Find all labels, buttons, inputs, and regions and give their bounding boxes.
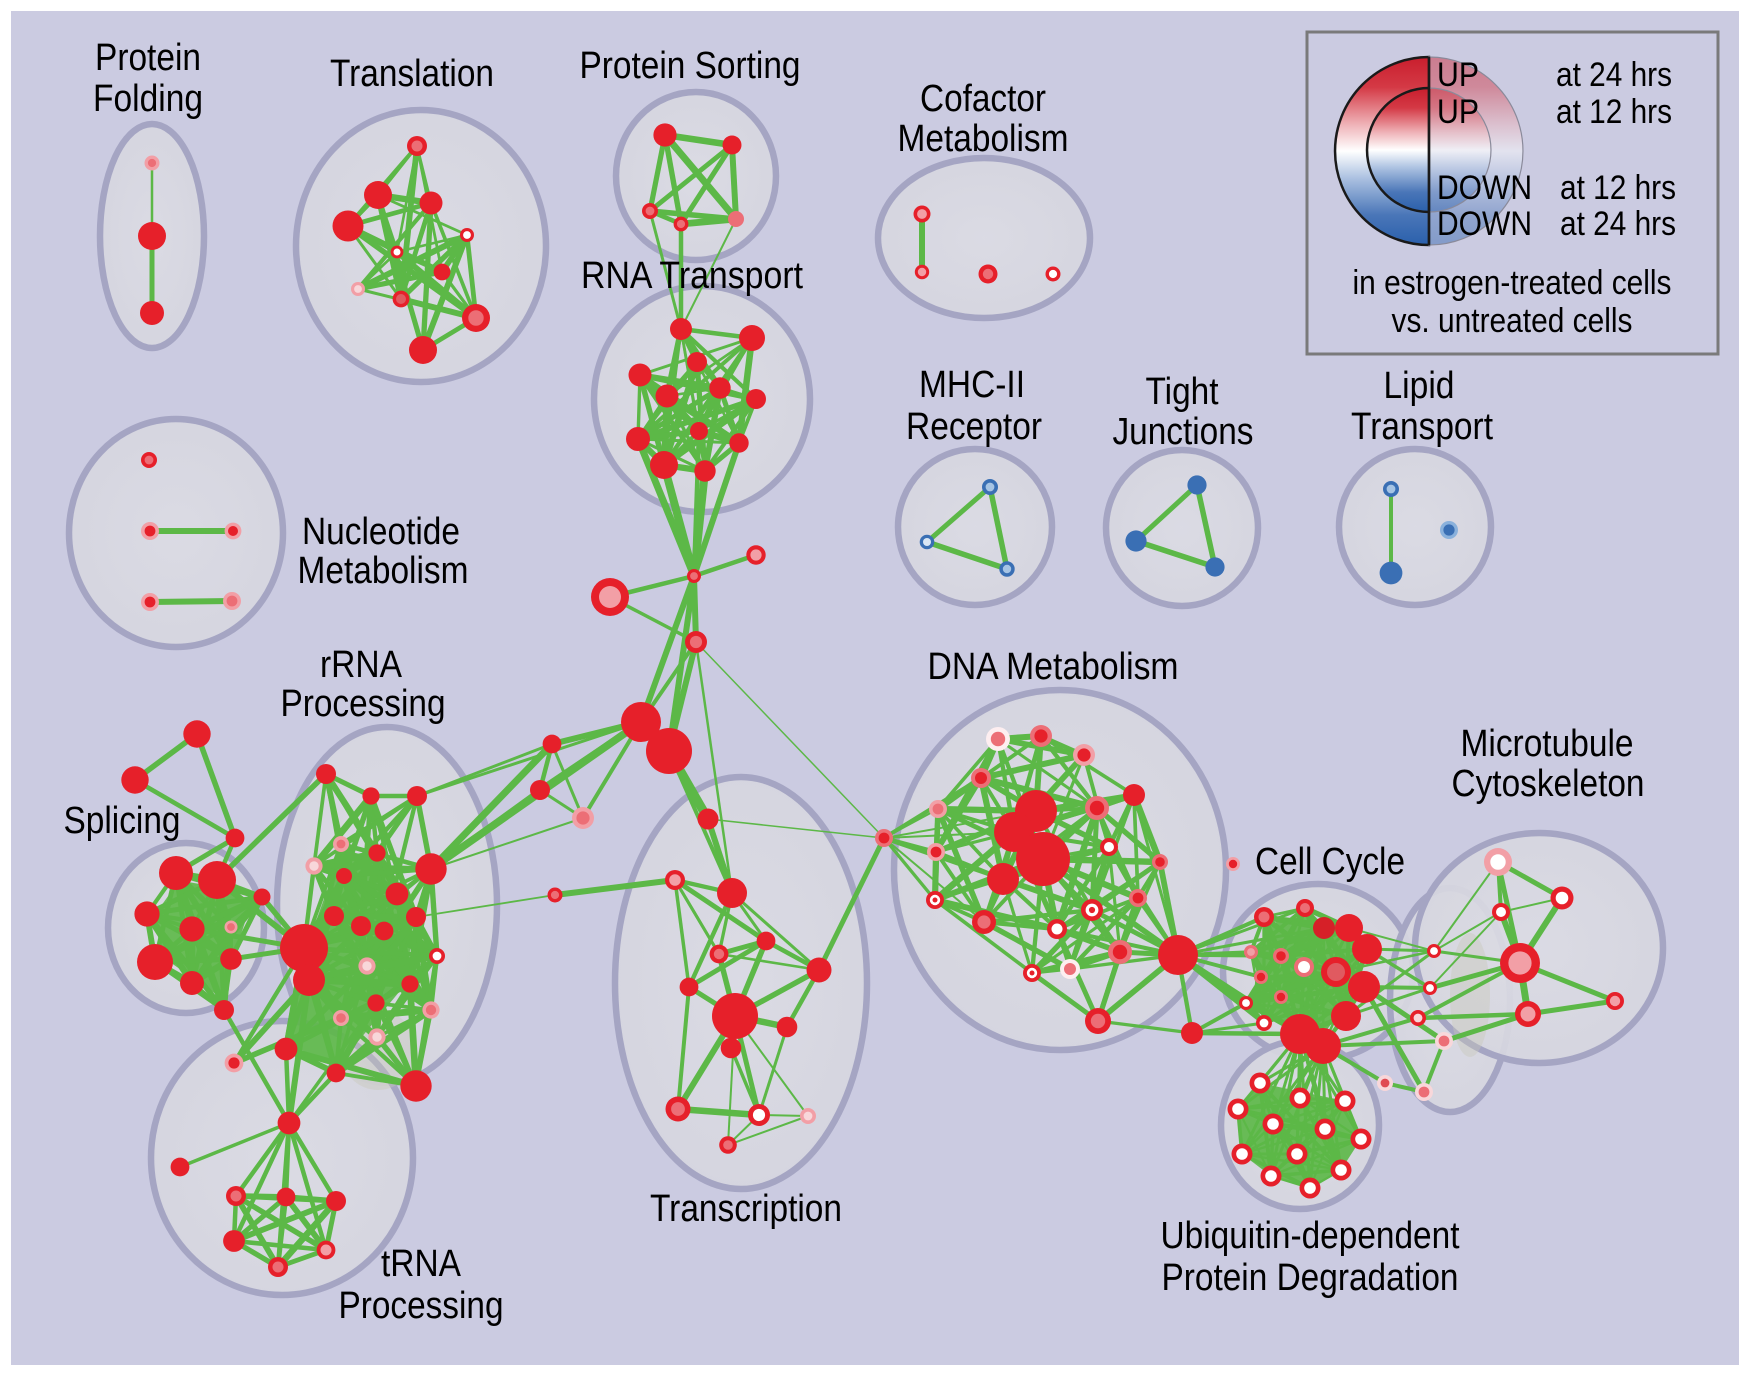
- svg-text:Translation: Translation: [330, 53, 494, 95]
- svg-text:Tight: Tight: [1146, 371, 1219, 413]
- svg-text:Protein: Protein: [95, 37, 201, 79]
- svg-text:Lipid: Lipid: [1384, 365, 1455, 407]
- svg-text:at 12 hrs: at 12 hrs: [1560, 169, 1676, 207]
- svg-text:in estrogen-treated cells: in estrogen-treated cells: [1353, 264, 1672, 302]
- svg-text:DOWN: DOWN: [1437, 205, 1532, 243]
- svg-text:at 24 hrs: at 24 hrs: [1560, 205, 1676, 243]
- svg-text:Cofactor: Cofactor: [920, 78, 1046, 120]
- svg-text:MHC-II: MHC-II: [919, 364, 1025, 406]
- svg-text:Nucleotide: Nucleotide: [302, 511, 460, 553]
- svg-text:Receptor: Receptor: [906, 406, 1042, 448]
- svg-text:at 12 hrs: at 12 hrs: [1556, 93, 1672, 131]
- svg-text:Metabolism: Metabolism: [298, 550, 469, 592]
- svg-text:Splicing: Splicing: [64, 800, 181, 842]
- svg-text:Cytoskeleton: Cytoskeleton: [1452, 763, 1645, 805]
- svg-text:Junctions: Junctions: [1113, 411, 1254, 453]
- svg-text:vs. untreated cells: vs. untreated cells: [1392, 302, 1633, 340]
- svg-text:Microtubule: Microtubule: [1461, 723, 1634, 765]
- svg-text:at 24 hrs: at 24 hrs: [1556, 56, 1672, 94]
- svg-text:Protein Sorting: Protein Sorting: [580, 45, 801, 87]
- svg-text:Transport: Transport: [1351, 406, 1493, 448]
- svg-text:RNA Transport: RNA Transport: [581, 255, 803, 297]
- svg-text:Folding: Folding: [93, 78, 203, 120]
- svg-text:DNA Metabolism: DNA Metabolism: [928, 646, 1179, 688]
- svg-text:DOWN: DOWN: [1437, 169, 1532, 207]
- svg-text:Metabolism: Metabolism: [898, 118, 1069, 160]
- svg-text:Transcription: Transcription: [650, 1188, 842, 1230]
- svg-text:UP: UP: [1437, 93, 1479, 131]
- svg-text:Protein Degradation: Protein Degradation: [1162, 1257, 1459, 1299]
- svg-text:Processing: Processing: [339, 1285, 504, 1327]
- svg-text:Ubiquitin-dependent: Ubiquitin-dependent: [1161, 1215, 1460, 1257]
- svg-text:tRNA: tRNA: [381, 1243, 462, 1285]
- svg-text:UP: UP: [1437, 56, 1479, 94]
- svg-text:Processing: Processing: [281, 683, 446, 725]
- svg-text:Cell Cycle: Cell Cycle: [1255, 841, 1405, 883]
- svg-text:rRNA: rRNA: [320, 644, 403, 686]
